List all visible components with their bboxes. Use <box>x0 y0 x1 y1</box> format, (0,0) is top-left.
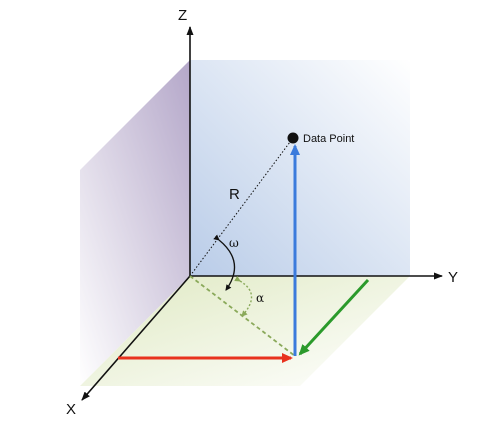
omega-label: ω <box>229 236 239 250</box>
radius-line <box>189 137 294 277</box>
x-axis-line <box>81 275 191 401</box>
alpha-arc <box>234 275 253 317</box>
back-wall-plane <box>190 60 410 276</box>
omega-arc <box>213 234 236 291</box>
x-axis-label: X <box>66 401 76 418</box>
alpha-label: α <box>256 291 264 305</box>
z-axis-label: Z <box>178 7 187 24</box>
y-axis-label: Y <box>448 269 458 286</box>
left-wall-plane <box>80 60 190 386</box>
data-point-marker <box>287 132 299 144</box>
data-point-label: Data Point <box>303 133 354 145</box>
y-component-vector <box>298 278 370 356</box>
radius-label: R <box>229 186 240 203</box>
